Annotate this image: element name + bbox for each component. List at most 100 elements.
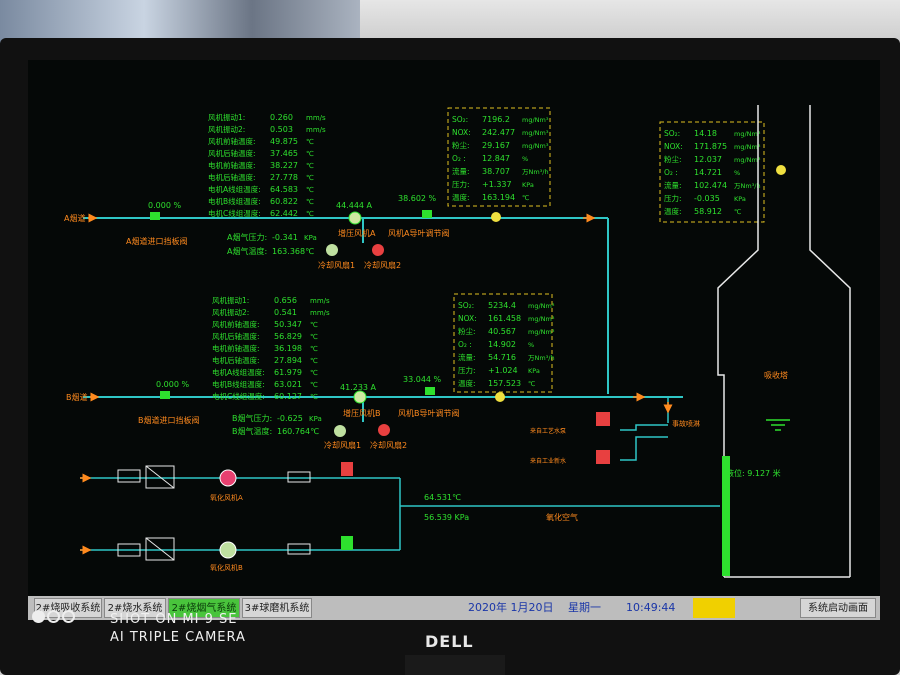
camera-watermark: SHOT ON MI 9 SE AI TRIPLE CAMERA — [32, 610, 245, 645]
analyzer-unit: mg/Nm³ — [528, 328, 555, 336]
analyzer-label: SO₂: — [664, 129, 680, 138]
analyzer-value: 7196.2 — [482, 115, 510, 124]
reading-label: 电机后轴温度: — [212, 355, 260, 365]
cooling-fan-a2-icon[interactable] — [372, 244, 384, 256]
analyzer-label: SO₂: — [452, 115, 468, 124]
valve-industrial-water-icon[interactable] — [596, 450, 610, 464]
reading-label: 电机A线组温度: — [212, 367, 265, 377]
reading-value: 60.822 — [270, 197, 298, 206]
time-display: 10:49:44 — [626, 601, 676, 614]
analyzer-unit: 万Nm³/h — [734, 182, 761, 190]
fan-a-label: 增压风机A — [338, 228, 376, 238]
fan-b-label: 增压风机B — [343, 408, 381, 418]
weekday-display: 星期一 — [568, 601, 601, 614]
analyzer-unit: mg/Nm³ — [522, 129, 549, 137]
analyzer-value: 29.167 — [482, 141, 510, 150]
analyzer-unit: ℃ — [734, 208, 741, 216]
analyzer-label: O₂ : — [452, 154, 466, 163]
analyzer-label: 粉尘: — [452, 140, 470, 150]
cooling-fan-b1-icon[interactable] — [334, 425, 346, 437]
reading-label: 电机C线组温度: — [208, 208, 261, 218]
analyzer-label: 流量: — [458, 352, 476, 362]
analyzer-unit: KPa — [528, 367, 540, 375]
pressure-a-value: -0.341 — [272, 233, 298, 242]
booster-fan-b-icon[interactable] — [353, 390, 367, 404]
startup-screen-button[interactable]: 系统启动画面 — [800, 598, 876, 618]
date-display: 2020年 1月20日 — [468, 601, 554, 614]
analyzer-unit: mg/Nm³ — [522, 116, 549, 124]
watermark-line2: AI TRIPLE CAMERA — [110, 630, 246, 645]
analyzer-label: 温度: — [664, 206, 682, 216]
valve-oxidation-b-icon[interactable] — [341, 536, 353, 550]
reading-unit: ℃ — [310, 357, 318, 365]
alarm-indicator[interactable] — [693, 598, 735, 618]
camera-dots-icon — [32, 610, 77, 627]
scada-screen: A烟道 0.000 % A烟道进口挡板阀 44.444 A 增压风机A 38.6… — [28, 60, 880, 596]
cool-b1-label: 冷却风扇1 — [324, 440, 361, 450]
analyzer-label: 流量: — [664, 180, 682, 190]
reading-unit: mm/s — [306, 126, 326, 134]
reading-unit: mm/s — [306, 114, 326, 122]
guide-vane-a-icon[interactable] — [422, 210, 432, 218]
oxidation-fan-b-icon[interactable] — [219, 541, 237, 559]
reading-value: 61.979 — [274, 368, 302, 377]
analyzer-value: 161.458 — [488, 314, 521, 323]
cooling-fan-b2-icon[interactable] — [378, 424, 390, 436]
oxidation-fan-a-icon[interactable] — [219, 469, 237, 487]
process-water-label: 来自工艺水泵 — [530, 427, 566, 435]
reading-value: 38.227 — [270, 161, 298, 170]
analyzer-unit: % — [528, 341, 534, 349]
reading-value: 56.829 — [274, 332, 302, 341]
reading-label: 电机后轴温度: — [208, 172, 256, 182]
valve-oxidation-a-icon[interactable] — [341, 462, 353, 476]
reading-unit: mm/s — [310, 297, 330, 305]
damper-a-label: A烟道进口挡板阀 — [126, 236, 187, 246]
damper-b-icon[interactable] — [160, 391, 170, 399]
watermark-line1: SHOT ON MI 9 SE — [110, 612, 238, 627]
reading-label: 风机前轴温度: — [208, 136, 256, 146]
cooling-fan-a1-icon[interactable] — [326, 244, 338, 256]
tab-water-system[interactable]: 2#烧水系统 — [104, 598, 166, 618]
guide-vane-b-icon[interactable] — [425, 387, 435, 395]
cool-b2-label: 冷却风扇2 — [370, 440, 407, 450]
analyzer-label: SO₂: — [458, 301, 474, 310]
taskbar: 2#烧吸收系统 2#烧水系统 2#烧烟气系统 3#球磨机系统 2020年 1月2… — [28, 596, 880, 620]
analyzer-label: 温度: — [458, 378, 476, 388]
reading-label: 风机振动2: — [212, 307, 249, 317]
damper-a-icon[interactable] — [150, 212, 160, 220]
sensor-a-icon — [491, 212, 501, 222]
tab-flue-gas-system[interactable]: 2#烧烟气系统 — [168, 598, 240, 618]
fan-a-current: 44.444 A — [336, 201, 373, 210]
reading-value: 62.442 — [270, 209, 298, 218]
valve-process-water-icon[interactable] — [596, 412, 610, 426]
analyzer-box-b — [453, 293, 553, 393]
monitor-logo: DELL — [425, 632, 474, 651]
reading-unit: ℃ — [310, 321, 318, 329]
analyzer-value: 38.707 — [482, 167, 510, 176]
analyzer-label: 温度: — [452, 192, 470, 202]
analyzer-value: 12.037 — [694, 155, 722, 164]
spray-pipes — [620, 397, 669, 461]
analyzer-label: 粉尘: — [664, 154, 682, 164]
reading-label: 风机振动1: — [212, 295, 249, 305]
analyzer-box-outlet — [659, 121, 765, 223]
reading-value: 49.875 — [270, 137, 298, 146]
analyzer-label: 压力: — [458, 365, 476, 375]
guide-a-pct: 38.602 % — [398, 194, 437, 203]
analyzer-value: 12.847 — [482, 154, 510, 163]
analyzer-value: 40.567 — [488, 327, 516, 336]
industrial-water-label: 来自工业新水 — [530, 457, 566, 465]
tab-ball-mill-system[interactable]: 3#球磨机系统 — [242, 598, 312, 618]
booster-fan-a-icon[interactable] — [348, 211, 362, 225]
analyzer-value: +1.024 — [488, 366, 518, 375]
reading-value: 63.021 — [274, 380, 302, 389]
reading-label: 电机前轴温度: — [208, 160, 256, 170]
analyzer-unit: mg/Nm³ — [734, 156, 761, 164]
oxidation-arrows — [80, 473, 92, 555]
reading-label: 电机B线组温度: — [208, 196, 261, 206]
pressure-b-value: -0.625 — [277, 414, 303, 423]
analyzer-unit: mg/Nm³ — [528, 315, 555, 323]
analyzer-unit: 万Nm³/h — [522, 168, 549, 176]
